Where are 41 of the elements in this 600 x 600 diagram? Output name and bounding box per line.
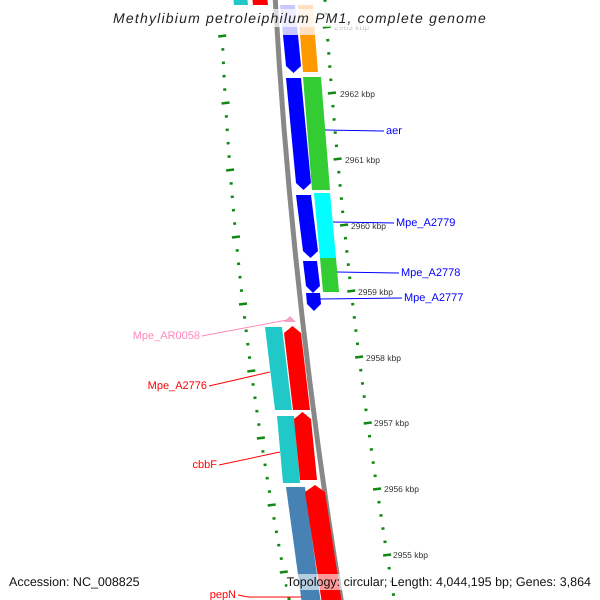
scale-label: 2962 kbp xyxy=(340,89,375,100)
gene-segment xyxy=(277,416,300,483)
scale-label: 2956 kbp xyxy=(384,484,419,495)
accession-text: Accession: NC_008825 xyxy=(9,574,140,590)
leader-line xyxy=(208,372,270,386)
gene-segment xyxy=(303,77,330,190)
gene-segment xyxy=(314,193,336,258)
gene-segment xyxy=(294,412,317,480)
scale-label: 2960 kbp xyxy=(351,221,386,232)
gene-segment xyxy=(284,326,310,410)
scale-label: 2961 kbp xyxy=(345,155,380,166)
scale-label: 2955 kbp xyxy=(393,550,428,561)
gene-label: cbbF xyxy=(192,458,217,472)
gene-segment xyxy=(306,293,321,311)
leader-line xyxy=(202,320,288,336)
gene-label: Mpe_A2778 xyxy=(401,266,460,280)
gene-marker xyxy=(284,316,296,322)
gene-segment xyxy=(286,78,311,190)
gene-label: Mpe_A2777 xyxy=(404,291,464,305)
gene-label: Mpe_AR0058 xyxy=(132,329,200,343)
gene-segment xyxy=(296,195,318,258)
gene-segment xyxy=(283,35,301,73)
gene-segment xyxy=(252,0,268,5)
leader-line xyxy=(336,272,400,274)
leader-line xyxy=(332,222,394,224)
scale-label: 2958 kbp xyxy=(366,353,401,364)
gene-segment xyxy=(265,327,292,410)
gene-label: pepN xyxy=(210,588,236,600)
scale-label: 2959 kbp xyxy=(358,287,393,298)
genome-summary-text: Topology: circular; Length: 4,044,195 bp; Genes: 3,864 xyxy=(286,574,591,590)
gene-segment xyxy=(233,0,248,5)
leader-line xyxy=(238,594,302,598)
gene-segment xyxy=(300,35,318,72)
gene-label: Mpe_A2776 xyxy=(148,379,207,393)
gene-label: aer xyxy=(386,124,402,138)
scale-label: 2957 kbp xyxy=(374,418,409,429)
leader-line xyxy=(324,130,384,132)
gene-segment xyxy=(320,258,339,292)
leader-line xyxy=(320,298,402,300)
gene-label: Mpe_A2779 xyxy=(396,216,456,230)
leader-line xyxy=(218,452,280,466)
